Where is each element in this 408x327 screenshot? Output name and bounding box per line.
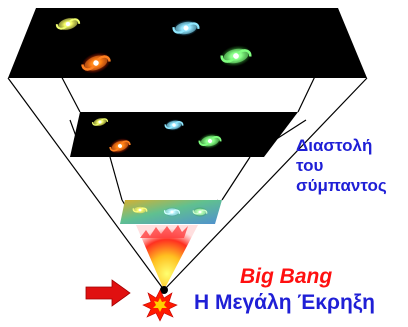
spiral-galaxy-icon — [164, 118, 184, 132]
spiral-galaxy-icon — [192, 207, 208, 217]
universe-panel-medium — [70, 112, 298, 157]
fireball — [136, 225, 198, 290]
spiral-galaxy-icon — [219, 45, 253, 67]
spiral-galaxy-icon — [197, 132, 223, 150]
spiral-galaxy-icon — [171, 18, 201, 38]
spiral-galaxy-icon — [132, 206, 148, 214]
spiral-galaxy-icon — [108, 137, 132, 155]
spiral-galaxy-icon — [79, 50, 113, 76]
big-bang-greek-label: Η Μεγάλη Έκρηξη — [194, 291, 376, 314]
expansion-label-line-1: Διαστολή — [296, 136, 373, 155]
expansion-label-line-2: του — [296, 156, 324, 175]
universe-panel-small — [120, 200, 222, 224]
big-bang-label: Big Bang — [240, 265, 333, 288]
spiral-galaxy-icon — [163, 207, 181, 217]
explosion-icon — [142, 289, 178, 322]
singularity-dot-icon — [160, 286, 168, 294]
right-arrow-icon — [85, 279, 131, 307]
universe-panel-large — [8, 8, 367, 78]
spiral-galaxy-icon — [54, 14, 82, 34]
expansion-label-line-3: σύμπαντος — [296, 176, 387, 195]
universe-expansion-label: Διαστολή του σύμπαντος — [296, 136, 387, 196]
spiral-galaxy-icon — [91, 115, 109, 129]
